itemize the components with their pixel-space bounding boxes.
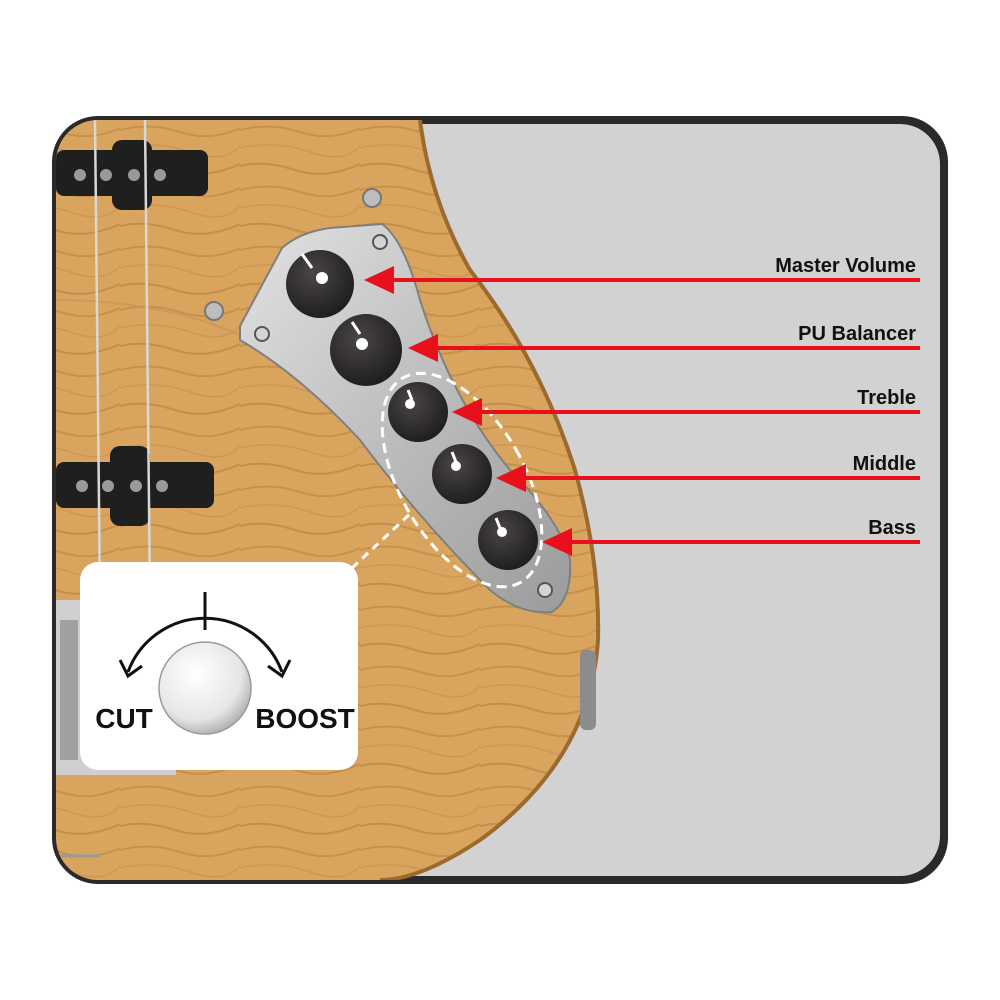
label-treble: Treble bbox=[857, 387, 916, 409]
screw-icon bbox=[254, 326, 270, 342]
string-1 bbox=[93, 120, 102, 601]
bridge-pickup bbox=[56, 446, 214, 526]
arrow-master-volume bbox=[364, 266, 920, 294]
treble-knob[interactable] bbox=[388, 382, 448, 442]
arrow-left-icon bbox=[118, 659, 143, 679]
pickguard-edge bbox=[56, 299, 241, 336]
neck-pickup bbox=[56, 140, 208, 210]
cut-boost-callout: CUT BOOST bbox=[80, 562, 358, 770]
screw-icon bbox=[537, 582, 553, 598]
arrow-treble bbox=[452, 398, 920, 426]
rotation-arc bbox=[126, 616, 284, 673]
pu-balancer-knob[interactable] bbox=[330, 314, 402, 386]
tone-group-outline bbox=[380, 371, 544, 589]
arrow-bass bbox=[542, 528, 920, 556]
arrow-middle bbox=[496, 464, 920, 492]
boost-label: BOOST bbox=[255, 703, 355, 734]
guitar-body-edge bbox=[379, 120, 601, 880]
label-bass: Bass bbox=[868, 517, 916, 539]
arrow-pu-balancer bbox=[408, 334, 920, 362]
label-middle: Middle bbox=[853, 453, 916, 475]
label-pu-balancer: PU Balancer bbox=[798, 323, 916, 345]
middle-knob[interactable] bbox=[432, 444, 492, 504]
screw-icon bbox=[372, 234, 388, 250]
cut-label: CUT bbox=[95, 703, 153, 734]
arrow-right-icon bbox=[267, 659, 292, 679]
label-master-volume: Master Volume bbox=[775, 255, 916, 277]
master-volume-knob[interactable] bbox=[286, 250, 354, 318]
string-2 bbox=[143, 120, 152, 601]
knob-ball-icon bbox=[158, 641, 252, 735]
output-jack bbox=[580, 650, 596, 730]
bass-knob[interactable] bbox=[478, 510, 538, 570]
screw-icon bbox=[204, 301, 224, 321]
screw-icon bbox=[362, 188, 382, 208]
